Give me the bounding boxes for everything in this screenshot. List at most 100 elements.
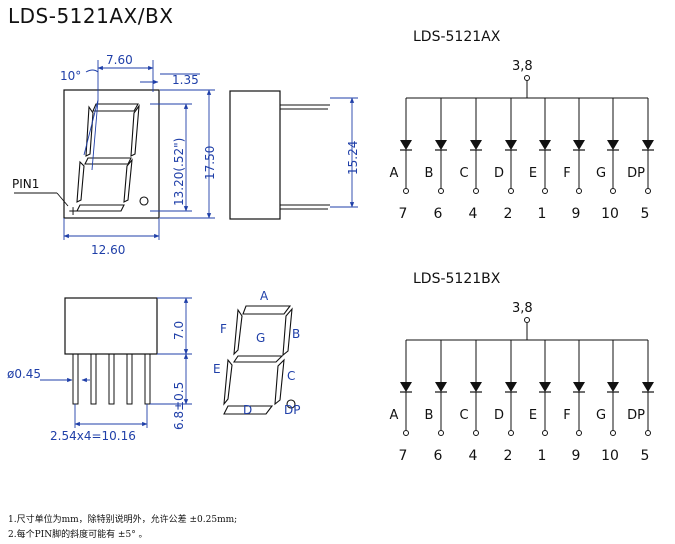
diode-symbol — [505, 140, 517, 150]
segment-label: F — [563, 166, 570, 181]
pin-number: 1 — [538, 448, 547, 464]
pin-terminal — [542, 188, 548, 194]
diode-e: E1 — [529, 98, 551, 222]
seg-a-label: A — [260, 289, 269, 303]
pin1-mark: + — [68, 204, 78, 218]
pin-number: 4 — [469, 206, 478, 222]
common-terminal — [524, 75, 530, 81]
pin-terminal — [438, 430, 444, 436]
diode-a: A7 — [390, 98, 412, 222]
bottom-view: ø0.45 7.0 6.8±0.5 2.54x4=10.16 — [7, 297, 192, 443]
segment-label: DP — [627, 408, 645, 423]
bottom-body — [64, 297, 158, 355]
diode-symbol — [435, 382, 447, 392]
pin-number: 7 — [399, 448, 408, 464]
pin-number: 6 — [434, 206, 443, 222]
pin-dia-label: ø0.45 — [7, 367, 41, 381]
pin-number: 9 — [572, 448, 581, 464]
pin-terminal — [403, 430, 409, 436]
pin-terminal — [610, 430, 616, 436]
diode-dp: DP 5 — [627, 98, 654, 222]
pin-terminal — [508, 188, 514, 194]
side-body — [229, 90, 281, 220]
side-view: 15.24 — [229, 90, 360, 220]
diode-d: D2 — [494, 98, 517, 222]
pin-terminal — [645, 430, 651, 436]
segment-label: B — [425, 166, 434, 181]
pin-terminal — [438, 188, 444, 194]
pin-span-label: 15.24 — [346, 141, 360, 175]
pin-number: 6 — [434, 448, 443, 464]
pin-number: 9 — [572, 206, 581, 222]
diode-b: B6 — [425, 340, 447, 464]
seg-g-label: G — [256, 331, 265, 345]
seg-f-label: F — [220, 322, 227, 336]
diode-symbol — [607, 382, 619, 392]
diode-symbol — [642, 382, 654, 392]
diode-f: F9 — [563, 98, 585, 222]
pin-terminal — [576, 430, 582, 436]
pin-terminal — [610, 188, 616, 194]
pin-terminal — [473, 430, 479, 436]
diode-g: G 10 — [596, 98, 619, 222]
body-width-label: 12.60 — [91, 243, 125, 257]
pin-number: 1 — [538, 206, 547, 222]
diode-e: E1 — [529, 340, 551, 464]
diode-symbol — [400, 140, 412, 150]
angle-label: 10° — [60, 69, 81, 83]
note-1: 1.尺寸单位为mm，除特别说明外，允许公差 ±0.25mm; — [8, 515, 238, 525]
diode-a: A7 — [390, 340, 412, 464]
offset-label: 1.35 — [172, 73, 199, 87]
segment-label: A — [390, 166, 399, 181]
pin-terminal — [645, 188, 651, 194]
pitch-label: 2.54x4=10.16 — [50, 429, 136, 443]
pin-number: 2 — [504, 206, 513, 222]
seg-e-label: E — [213, 362, 221, 376]
diode-symbol — [539, 140, 551, 150]
diode-symbol — [539, 382, 551, 392]
diode-c: C4 — [459, 98, 482, 222]
pin-number: 5 — [641, 206, 650, 222]
segment-label: DP — [627, 166, 645, 181]
segment-label: G — [596, 408, 606, 423]
front-dp-dot — [139, 196, 149, 206]
pin-number: 2 — [504, 448, 513, 464]
circuit-title: LDS-5121BX — [413, 271, 501, 287]
segment-label: G — [596, 166, 606, 181]
diode-symbol — [573, 382, 585, 392]
body-height-label: 17.50 — [203, 146, 217, 180]
diode-dp: DP5 — [627, 340, 654, 464]
diode-symbol — [470, 140, 482, 150]
circuit-title: LDS-5121AX — [413, 29, 501, 45]
segment-label: B — [425, 408, 434, 423]
page-title: LDS-5121AX/BX — [8, 4, 174, 28]
diode-symbol — [435, 140, 447, 150]
pin-terminal — [542, 430, 548, 436]
segment-label: C — [459, 166, 468, 181]
common-label: 3,8 — [512, 59, 533, 74]
diode-symbol — [573, 140, 585, 150]
seg-b-label: B — [292, 327, 300, 341]
segment-label: E — [529, 166, 537, 181]
pin-number: 10 — [601, 206, 619, 222]
diode-f: F9 — [563, 340, 585, 464]
diode-symbol — [505, 382, 517, 392]
circuits: LDS-5121AX3,8A7B6C4D2E1F9G10DP5LDS-5121B… — [390, 29, 654, 464]
pin1-label: PIN1 — [12, 177, 39, 191]
pin-number: 7 — [399, 206, 408, 222]
note-2: 2.每个PIN脚的斜度可能有 ±5° 。 — [8, 530, 148, 540]
pin-number: 10 — [601, 448, 619, 464]
diode-d: D2 — [494, 340, 517, 464]
diode-c: C4 — [459, 340, 482, 464]
segment-label: D — [494, 408, 504, 423]
body-depth-label: 7.0 — [172, 321, 186, 340]
segment-label: D — [494, 166, 504, 181]
common-terminal — [524, 317, 530, 323]
seg-d-label: D — [243, 403, 252, 417]
segment-diagram: A F B G E C D DP — [213, 289, 300, 417]
front-digit-outline — [76, 103, 140, 212]
digit-height-label: 13.20(.52") — [172, 138, 186, 206]
